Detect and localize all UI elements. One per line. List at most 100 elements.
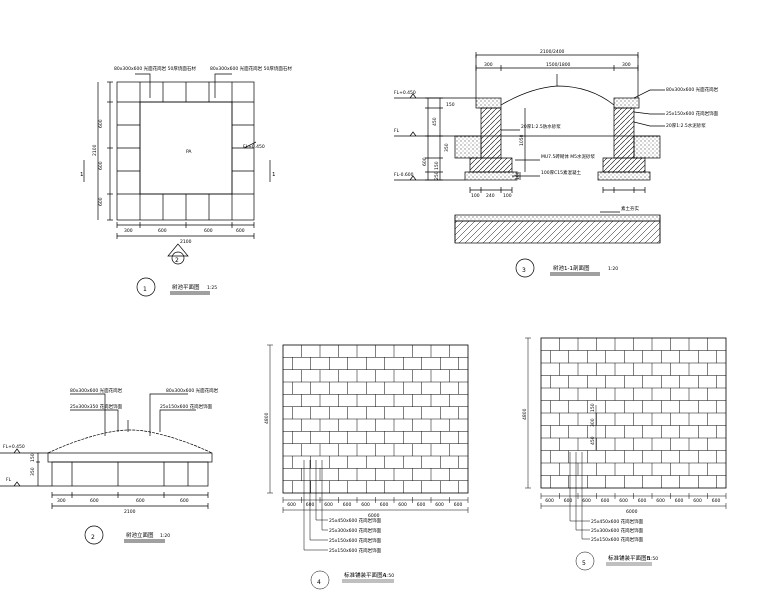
paving-a-callout-2: 25x300x600 花岗岩饰面 [329,527,382,534]
section-subdim-2: 1500/1800 [546,62,571,68]
section-subdim-1: 300 [484,62,493,68]
plan-inner-pool [139,101,233,195]
elevation-dim-1: 300 [57,498,66,504]
elevation-callout-3: 25x300x350 花岗岩饰面 [70,403,123,410]
elevation-level-1: FL+0.450 [3,444,25,450]
paving-dim-label: 600 [398,502,407,508]
section-callout-right-3: 20厚1:2.5水泥砂浆 [666,122,706,129]
paving-b-side-dim: 4800 [522,408,528,420]
paving-b-inner-dim-1: 150 [590,403,596,412]
paving-dim-label: 600 [675,498,684,504]
north-mark-label: 2 [175,257,179,264]
elevation-dim-2: 600 [90,498,99,504]
section-left-dim-1: 150 [446,102,455,108]
paving-dim-label: 600 [564,498,573,504]
elevation-callout-1: 80x300x600 光面花岗岩 [70,387,123,394]
paving-dim-label: 600 [712,498,721,504]
section-level-2: FL [394,128,400,134]
paving-b-callout-2: 25x300x600 花岗岩饰面 [591,527,644,534]
section-bottom-dim-3: 100 [503,193,512,199]
paving-a-callout-3: 25x150x600 花岗岩饰面 [329,537,382,544]
drawing-4-scale: 1:50 [384,573,394,579]
drawing-3-number: 3 [522,267,526,274]
section-inner-dim-1: 1050 [519,134,525,146]
paving-dim-label: 600 [601,498,610,504]
section-top-dim: 2100/2400 [540,49,565,55]
drawing-5-scale: 1:50 [648,556,658,562]
drawing-1-number: 1 [143,286,147,293]
plan-dim-3: 600 [204,228,213,234]
section-callout-inner-2: MU7.5砖砌体 M5水泥砂浆 [541,153,596,160]
elevation-dim-3: 600 [136,498,145,504]
section-texts: 2100/2400 300 1500/1800 300 FL+0.450 FL … [394,49,719,274]
section-callout-inner-1: 20厚1:2.5防水砂浆 [521,123,561,130]
section-left-dim-5: 150 [434,161,440,170]
plan-left-dim-3: 600 [98,197,104,206]
paving-a-callout-4: 25x150x600 花岗岩饰面 [329,547,382,554]
section-bottom-dim-2: 240 [486,193,495,199]
paving-dim-label: 600 [306,502,315,508]
paving-b-callout-1: 25x450x600 花岗岩饰面 [591,518,644,525]
paving-dim-label: 600 [324,502,333,508]
paving-dim-label: 600 [582,498,591,504]
plan-callout-right: 80x300x600 光面花岗岩 50厚烧面石材 [210,65,292,72]
paving-dim-label: 600 [619,498,628,504]
drawing-4-title: 标准铺装平面图A [344,571,387,579]
tree-pool-section [394,52,665,278]
paving-dim-label: 600 [454,502,463,508]
elevation-level-2: FL [6,477,12,483]
paving-dim-label: 600 [435,502,444,508]
paving-a-callout-1: 25x450x600 花岗岩饰面 [329,517,382,524]
drawing-5-number: 5 [582,560,586,567]
section-callout-inner-3: 100厚C15素混凝土 [541,169,581,176]
plan-side-total: 2100 [92,144,98,156]
section-callout-right-1: 80x300x600 光面花岗岩 [666,86,719,93]
paving-dim-label: 600 [380,502,389,508]
elevation-left-dim-2: 350 [30,467,36,476]
plan-callout-left: 80x300x600 光面花岗岩 50厚烧面石材 [114,65,196,72]
drawing-1-scale: 1:25 [207,285,217,291]
plan-outer-edge [116,81,255,221]
section-subdim-3: 300 [622,62,631,68]
section-mark-left: 1 [80,172,84,178]
paving-dim-label: 600 [693,498,702,504]
paving-b-total: 6000 [626,509,638,515]
drawing-3-scale: 1:20 [608,266,618,272]
tree-pool-plan [83,73,271,297]
paving-dim-label: 600 [656,498,665,504]
paving-plan-a [267,344,469,590]
plan-total: 2100 [180,239,192,245]
section-inner-dim-2: 100 [515,171,521,180]
plan-left-dim-2: 600 [98,161,104,170]
tree-pool-elevation [0,393,213,545]
plan-texts: 80x300x600 光面花岗岩 50厚烧面石材 80x300x600 光面花岗… [80,65,292,293]
section-left-dim-2: 450 [432,117,438,126]
drawing-2-title: 树池立面图 [126,531,154,539]
section-level-3: FL-0.600 [394,172,414,178]
elevation-texts: 80x300x600 光面花岗岩 80x300x600 光面花岗岩 25x300… [3,387,219,541]
paving-plan-b [525,337,727,571]
section-left-dim-6: 250 [434,171,440,180]
section-left-dim-4: 600 [422,157,428,166]
plan-dim-4: 600 [236,228,245,234]
section-level-1: FL+0.450 [394,90,416,96]
plan-level: FL+0.450 [243,144,265,150]
drawing-2-scale: 1:20 [160,533,170,539]
elevation-left-dim-1: 150 [30,453,36,462]
drawing-2-number: 2 [91,534,95,541]
drawing-5-title: 标准铺装平面图B [608,554,651,562]
paving-dim-label: 600 [287,502,296,508]
plan-center-label: PA [186,149,192,155]
drawing-4-number: 4 [317,579,321,586]
elevation-callout-4: 25x150x600 花岗岩饰面 [160,403,213,410]
paving-b-inner-dim-3: 450 [590,436,596,445]
section-left-dim-3: 350 [444,143,450,152]
section-bottom-dim-1: 100 [471,193,480,199]
paving-dim-label: 600 [638,498,647,504]
elevation-total: 2100 [124,509,136,515]
paving-dim-label: 600 [343,502,352,508]
paving-dim-label: 600 [361,502,370,508]
